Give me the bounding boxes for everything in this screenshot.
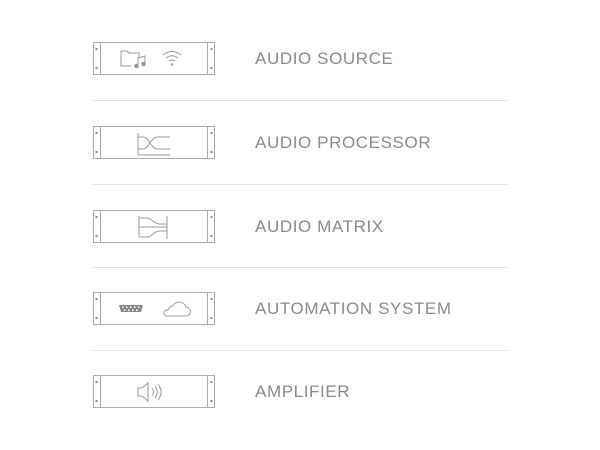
rack-unit [93, 42, 215, 75]
cloud-icon [163, 301, 191, 317]
item-label: AUDIO SOURCE [255, 49, 394, 68]
item-audio-processor: AUDIO PROCESSOR [93, 126, 507, 159]
item-audio-matrix: AUDIO MATRIX [93, 210, 507, 243]
rack-unit [93, 126, 215, 159]
item-label: AUDIO MATRIX [255, 217, 384, 236]
wifi-icon [162, 51, 182, 66]
rack-unit [93, 375, 215, 408]
item-audio-source: AUDIO SOURCE [93, 42, 507, 75]
item-amplifier: AMPLIFIER [93, 375, 507, 408]
divider [93, 184, 507, 185]
item-label: AUTOMATION SYSTEM [255, 299, 452, 318]
rack-unit [93, 210, 215, 243]
divider [93, 350, 507, 351]
rack-unit [93, 292, 215, 325]
music-folder-icon [120, 50, 146, 69]
item-label: AMPLIFIER [255, 382, 351, 401]
serial-port-icon [119, 305, 143, 312]
crossover-icon [137, 133, 170, 156]
matrix-routing-icon [138, 216, 168, 239]
divider [93, 267, 507, 268]
item-label: AUDIO PROCESSOR [255, 133, 432, 152]
speaker-icon [137, 381, 162, 403]
item-automation-system: AUTOMATION SYSTEM [93, 292, 507, 325]
divider [93, 100, 507, 101]
